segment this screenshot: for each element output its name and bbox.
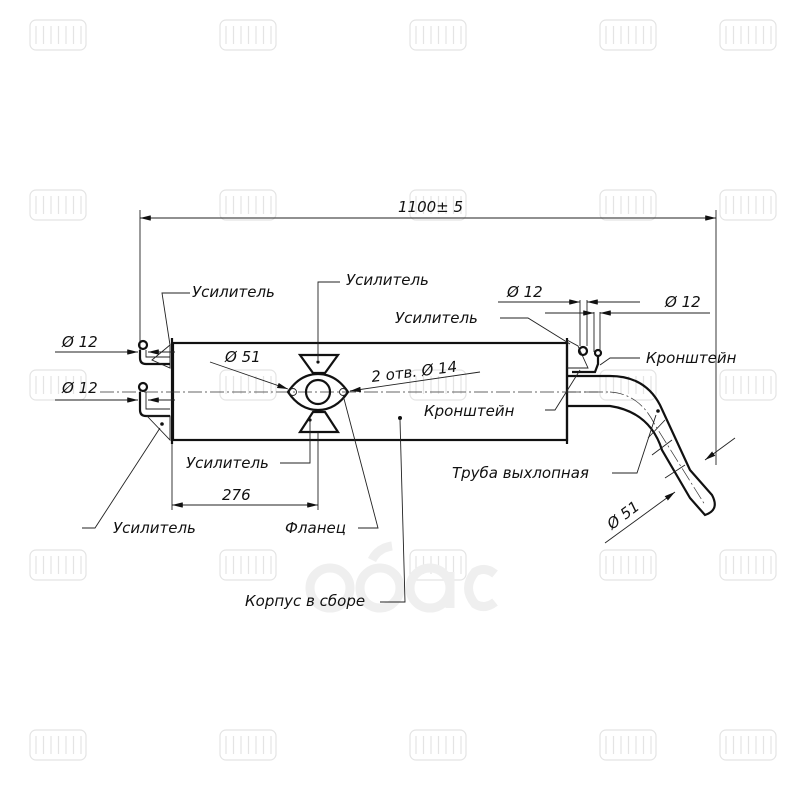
trialli-watermark (219, 729, 277, 761)
trialli-watermark (599, 369, 657, 401)
trialli-watermark (409, 19, 467, 51)
label-body-assembly: Корпус в сборе (245, 592, 365, 610)
trialli-watermark (719, 549, 777, 581)
trialli-watermark (599, 189, 657, 221)
trialli-watermark (599, 19, 657, 51)
trialli-watermark (29, 189, 87, 221)
watermarks (29, 19, 777, 761)
inlet-dia-label: Ø 51 (224, 348, 261, 366)
trialli-watermark (719, 729, 777, 761)
left-top-dia-label: Ø 12 (61, 333, 98, 351)
trialli-watermark (29, 549, 87, 581)
leader-lines (82, 281, 657, 603)
overall-dimension: 1100± 5 (139, 198, 717, 465)
trialli-watermark (409, 729, 467, 761)
trialli-watermark (719, 189, 777, 221)
overall-length-label: 1100± 5 (398, 198, 463, 216)
trialli-watermark (409, 369, 467, 401)
trialli-watermark (599, 729, 657, 761)
flange-offset-dimension: 276 (171, 432, 319, 510)
label-reinforcer-top-left: Усилитель (192, 283, 275, 301)
label-bracket-right-body: Кронштейн (424, 402, 515, 420)
trialli-watermark (219, 549, 277, 581)
outlet-dia-label: Ø 51 (603, 497, 643, 533)
label-reinforcer-top-center: Усилитель (346, 271, 429, 289)
trialli-watermark (719, 369, 777, 401)
label-exhaust-pipe: Труба выхлопная (452, 464, 589, 482)
trialli-watermark (599, 549, 657, 581)
right-dia-1-label: Ø 12 (506, 283, 543, 301)
label-reinforcer-bottom-left: Усилитель (113, 519, 196, 537)
trialli-watermark (219, 189, 277, 221)
trialli-watermark (219, 19, 277, 51)
label-reinforcer-bottom-center: Усилитель (186, 454, 269, 472)
trialli-watermark (29, 19, 87, 51)
trialli-watermark (219, 369, 277, 401)
left-bottom-dia-label: Ø 12 (61, 379, 98, 397)
trialli-watermark (29, 729, 87, 761)
left-brackets: Ø 12 Ø 12 (55, 333, 175, 442)
label-reinforcer-right: Усилитель (395, 309, 478, 327)
right-brackets-and-pipe: Ø 12 Ø 12 Ø 51 (498, 283, 736, 544)
label-bracket-right-top: Кронштейн (646, 349, 737, 367)
flange-offset-label: 276 (222, 486, 251, 504)
trialli-watermark (719, 19, 777, 51)
logo-watermark (305, 541, 498, 613)
right-dia-2-label: Ø 12 (664, 293, 701, 311)
label-flange: Фланец (285, 519, 346, 537)
